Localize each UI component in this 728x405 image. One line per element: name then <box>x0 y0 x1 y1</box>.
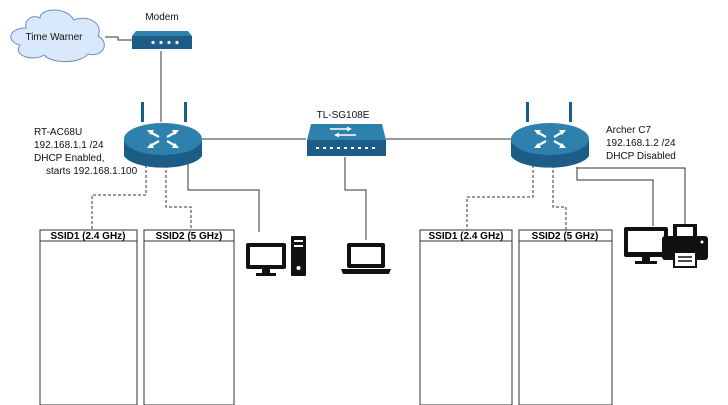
connections <box>91 36 686 240</box>
modem: Modem <box>132 12 192 49</box>
switch-label: TL-SG108E <box>317 110 370 121</box>
ssid-box-left-1: SSID1 (2.4 GHz) <box>39 229 138 405</box>
ssid-title-right-1: SSID1 (2.4 GHz) <box>428 231 503 242</box>
link-switch-laptop <box>344 157 367 240</box>
cloud-icon <box>10 9 105 63</box>
router-right-icon <box>511 102 589 168</box>
router-left-dhcp-start: starts 192.168.1.100 <box>46 166 138 177</box>
ssid-title-left-1: SSID1 (2.4 GHz) <box>50 231 125 242</box>
ssid-title-right-2: SSID2 (5 GHz) <box>532 231 599 242</box>
printer-icon <box>662 224 708 268</box>
router-right-ip: 192.168.1.2 /24 <box>606 138 676 149</box>
switch-icon <box>307 124 386 156</box>
internet-cloud: Time Warner <box>10 9 105 63</box>
link-router-right-monitor <box>576 167 654 226</box>
router-left-ip: 192.168.1.1 /24 <box>34 140 104 151</box>
link-router-left-desktop <box>187 160 260 232</box>
router-right-dhcp: DHCP Disabled <box>606 151 676 162</box>
modem-icon <box>132 31 192 49</box>
router-left-icon <box>124 102 202 168</box>
router-left-dhcp: DHCP Enabled, <box>34 153 104 164</box>
router-left: RT-AC68U 192.168.1.1 /24 DHCP Enabled, s… <box>34 102 202 177</box>
link-router-right-printer <box>577 167 686 224</box>
ssid-title-left-2: SSID2 (5 GHz) <box>156 231 223 242</box>
router-right: Archer C7 192.168.1.2 /24 DHCP Disabled <box>511 102 676 168</box>
monitor-icon <box>624 227 668 264</box>
link-dashed-ssid2-left <box>165 160 192 230</box>
desktop-computer-icon <box>246 236 306 276</box>
ssid-box-right-2: SSID2 (5 GHz) <box>518 229 613 405</box>
ssid-box-right-1: SSID1 (2.4 GHz) <box>419 229 513 405</box>
switch: TL-SG108E <box>307 110 386 156</box>
ssid-box-left-2: SSID2 (5 GHz) <box>143 229 235 405</box>
laptop-icon <box>341 243 391 274</box>
router-left-name: RT-AC68U <box>34 127 82 138</box>
cloud-label: Time Warner <box>25 32 83 43</box>
link-dashed-ssid1-left <box>91 160 147 230</box>
router-right-name: Archer C7 <box>606 125 651 136</box>
link-dashed-ssid2-right <box>552 160 567 230</box>
link-cloud-modem <box>105 36 132 41</box>
modem-label: Modem <box>145 12 178 23</box>
link-dashed-ssid1-right <box>466 160 534 230</box>
